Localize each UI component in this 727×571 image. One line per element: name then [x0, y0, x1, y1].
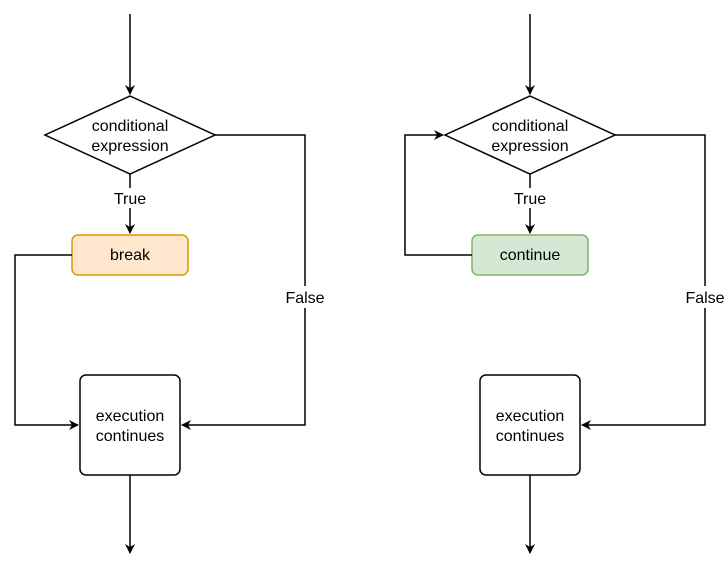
- continue-loop-arrow: [404, 130, 472, 256]
- execution-label-line2: continues: [496, 428, 565, 445]
- true-label: True: [514, 191, 546, 208]
- false-arrow: [181, 134, 306, 430]
- condition-label-line1: conditional: [92, 118, 169, 135]
- false-label-bg: [682, 286, 727, 308]
- true-label-bg: [508, 188, 552, 208]
- condition-diamond: [443, 95, 617, 175]
- break-exit-arrow: [14, 254, 79, 430]
- execution-continues-box: [479, 374, 581, 476]
- false-label: False: [685, 290, 724, 307]
- condition-label-line2: expression: [91, 138, 168, 155]
- false-label-bg: [282, 286, 328, 308]
- condition-label-line1: conditional: [492, 118, 569, 135]
- execution-continues-box: [79, 374, 181, 476]
- execution-label-line1: execution: [496, 408, 565, 425]
- execution-label-line1: execution: [96, 408, 165, 425]
- true-label-bg: [108, 188, 152, 208]
- break-flowchart: conditional expression True break False …: [14, 14, 328, 554]
- false-arrow: [581, 134, 706, 430]
- continue-flowchart: conditional expression True continue Fal…: [404, 14, 727, 554]
- condition-diamond: [43, 95, 217, 175]
- condition-label-line2: expression: [491, 138, 568, 155]
- continue-label: continue: [500, 247, 561, 264]
- execution-label-line2: continues: [96, 428, 165, 445]
- break-label: break: [110, 247, 151, 264]
- true-label: True: [114, 191, 146, 208]
- false-label: False: [285, 290, 324, 307]
